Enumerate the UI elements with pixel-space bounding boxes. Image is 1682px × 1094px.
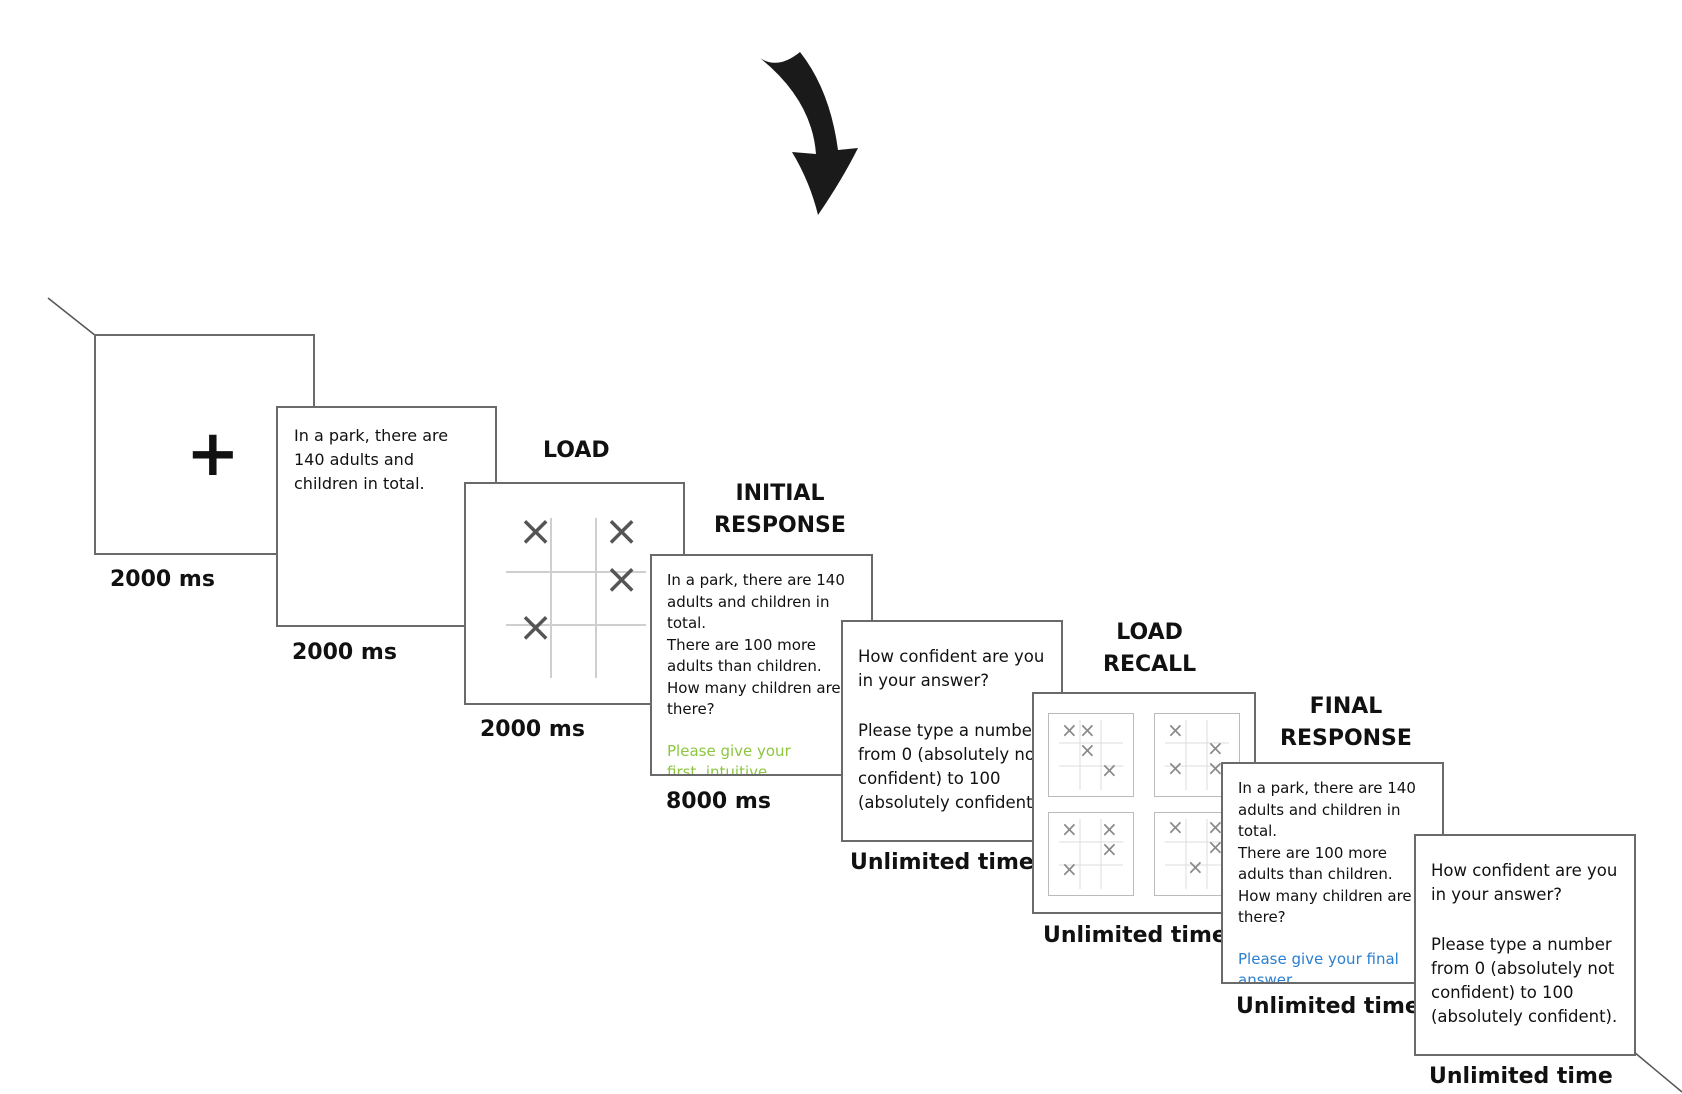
confidence-1-duration: Unlimited time <box>850 850 1034 875</box>
load-recall-duration: Unlimited time <box>1043 923 1227 948</box>
x-mark-icon: × <box>1101 837 1118 861</box>
x-mark-icon: × <box>1187 855 1204 879</box>
final-response-title-line1: FINAL <box>1309 694 1383 719</box>
final-response-instruction: Please give your final answer. <box>1238 949 1399 984</box>
fixation-duration: 2000 ms <box>110 567 215 592</box>
load-title: LOAD <box>543 435 610 467</box>
recall-option-3[interactable]: × × × × <box>1048 812 1134 896</box>
final-response-line1: In a park, there are 140 adults and chil… <box>1238 779 1416 840</box>
initial-response-title-line2: RESPONSE <box>714 513 846 538</box>
x-mark-icon: × <box>1207 835 1224 859</box>
initial-response-screen: In a park, there are 140 adults and chil… <box>650 554 873 776</box>
initial-response-text: In a park, there are 140 adults and chil… <box>667 570 871 776</box>
x-mark-icon: × <box>1207 756 1224 780</box>
initial-response-title: INITIAL RESPONSE <box>714 478 846 542</box>
load-screen: × × × × <box>464 482 685 705</box>
premise-text: In a park, there are 140 adults and chil… <box>294 426 449 493</box>
final-response-screen: In a park, there are 140 adults and chil… <box>1221 762 1444 984</box>
final-response-title: FINAL RESPONSE <box>1280 691 1412 755</box>
x-mark-icon: × <box>1167 718 1184 742</box>
initial-response-title-line1: INITIAL <box>735 481 825 506</box>
confidence-2-duration: Unlimited time <box>1429 1064 1613 1089</box>
x-mark-icon: × <box>1101 817 1118 841</box>
final-response-line2: There are 100 more adults than children.… <box>1238 843 1412 927</box>
recall-option-2[interactable]: × × × × <box>1154 713 1240 797</box>
x-mark-icon: × <box>1167 815 1184 839</box>
final-response-duration: Unlimited time <box>1236 994 1420 1019</box>
x-mark-icon: × <box>1101 758 1118 782</box>
x-mark-icon: × <box>1207 815 1224 839</box>
x-mark-icon: × <box>1207 736 1224 760</box>
x-mark-icon: × <box>1061 718 1078 742</box>
initial-response-instruction: Please give your first, intuitive answer… <box>667 741 791 776</box>
load-recall-title-line1: LOAD <box>1116 620 1183 645</box>
x-mark-icon: × <box>1061 857 1078 881</box>
confidence-1-question: How confident are you in your answer? <box>858 647 1045 690</box>
load-recall-title: LOAD RECALL <box>1103 617 1196 681</box>
x-mark-icon: × <box>1079 718 1096 742</box>
confidence-2-instruction: Please type a number from 0 (absolutely … <box>1431 935 1618 1026</box>
fixation-cross-icon: + <box>186 417 240 491</box>
confidence-1-text: How confident are you in your answer? Pl… <box>858 645 1061 840</box>
load-recall-title-line2: RECALL <box>1103 652 1197 677</box>
recall-option-1[interactable]: × × × × <box>1048 713 1134 797</box>
x-mark-icon: × <box>604 554 640 603</box>
initial-response-duration: 8000 ms <box>666 789 771 814</box>
premise-screen: In a park, there are 140 adults and chil… <box>276 406 497 627</box>
final-response-title-line2: RESPONSE <box>1280 726 1412 751</box>
x-mark-icon: × <box>604 506 640 555</box>
x-mark-icon: × <box>1061 817 1078 841</box>
curved-arrow-icon <box>760 52 858 215</box>
confidence-screen-1: How confident are you in your answer? Pl… <box>841 620 1063 842</box>
confidence-1-instruction: Please type a number from 0 (absolutely … <box>858 721 1045 812</box>
x-mark-icon: × <box>518 602 554 651</box>
load-duration: 2000 ms <box>480 717 585 742</box>
premise-duration: 2000 ms <box>292 640 397 665</box>
initial-response-line1: In a park, there are 140 adults and chil… <box>667 571 845 632</box>
load-recall-screen: × × × × × × × × × × × × × × × × <box>1032 692 1256 914</box>
initial-response-line2: There are 100 more adults than children.… <box>667 635 841 719</box>
final-response-text: In a park, there are 140 adults and chil… <box>1238 778 1442 984</box>
x-mark-icon: × <box>1167 756 1184 780</box>
confidence-screen-2: How confident are you in your answer? Pl… <box>1414 834 1636 1056</box>
x-mark-icon: × <box>1079 738 1096 762</box>
load-title-text: LOAD <box>543 438 610 463</box>
load-grid <box>506 518 646 678</box>
confidence-2-question: How confident are you in your answer? <box>1431 861 1618 904</box>
confidence-2-text: How confident are you in your answer? Pl… <box>1431 859 1634 1054</box>
x-mark-icon: × <box>518 506 554 555</box>
